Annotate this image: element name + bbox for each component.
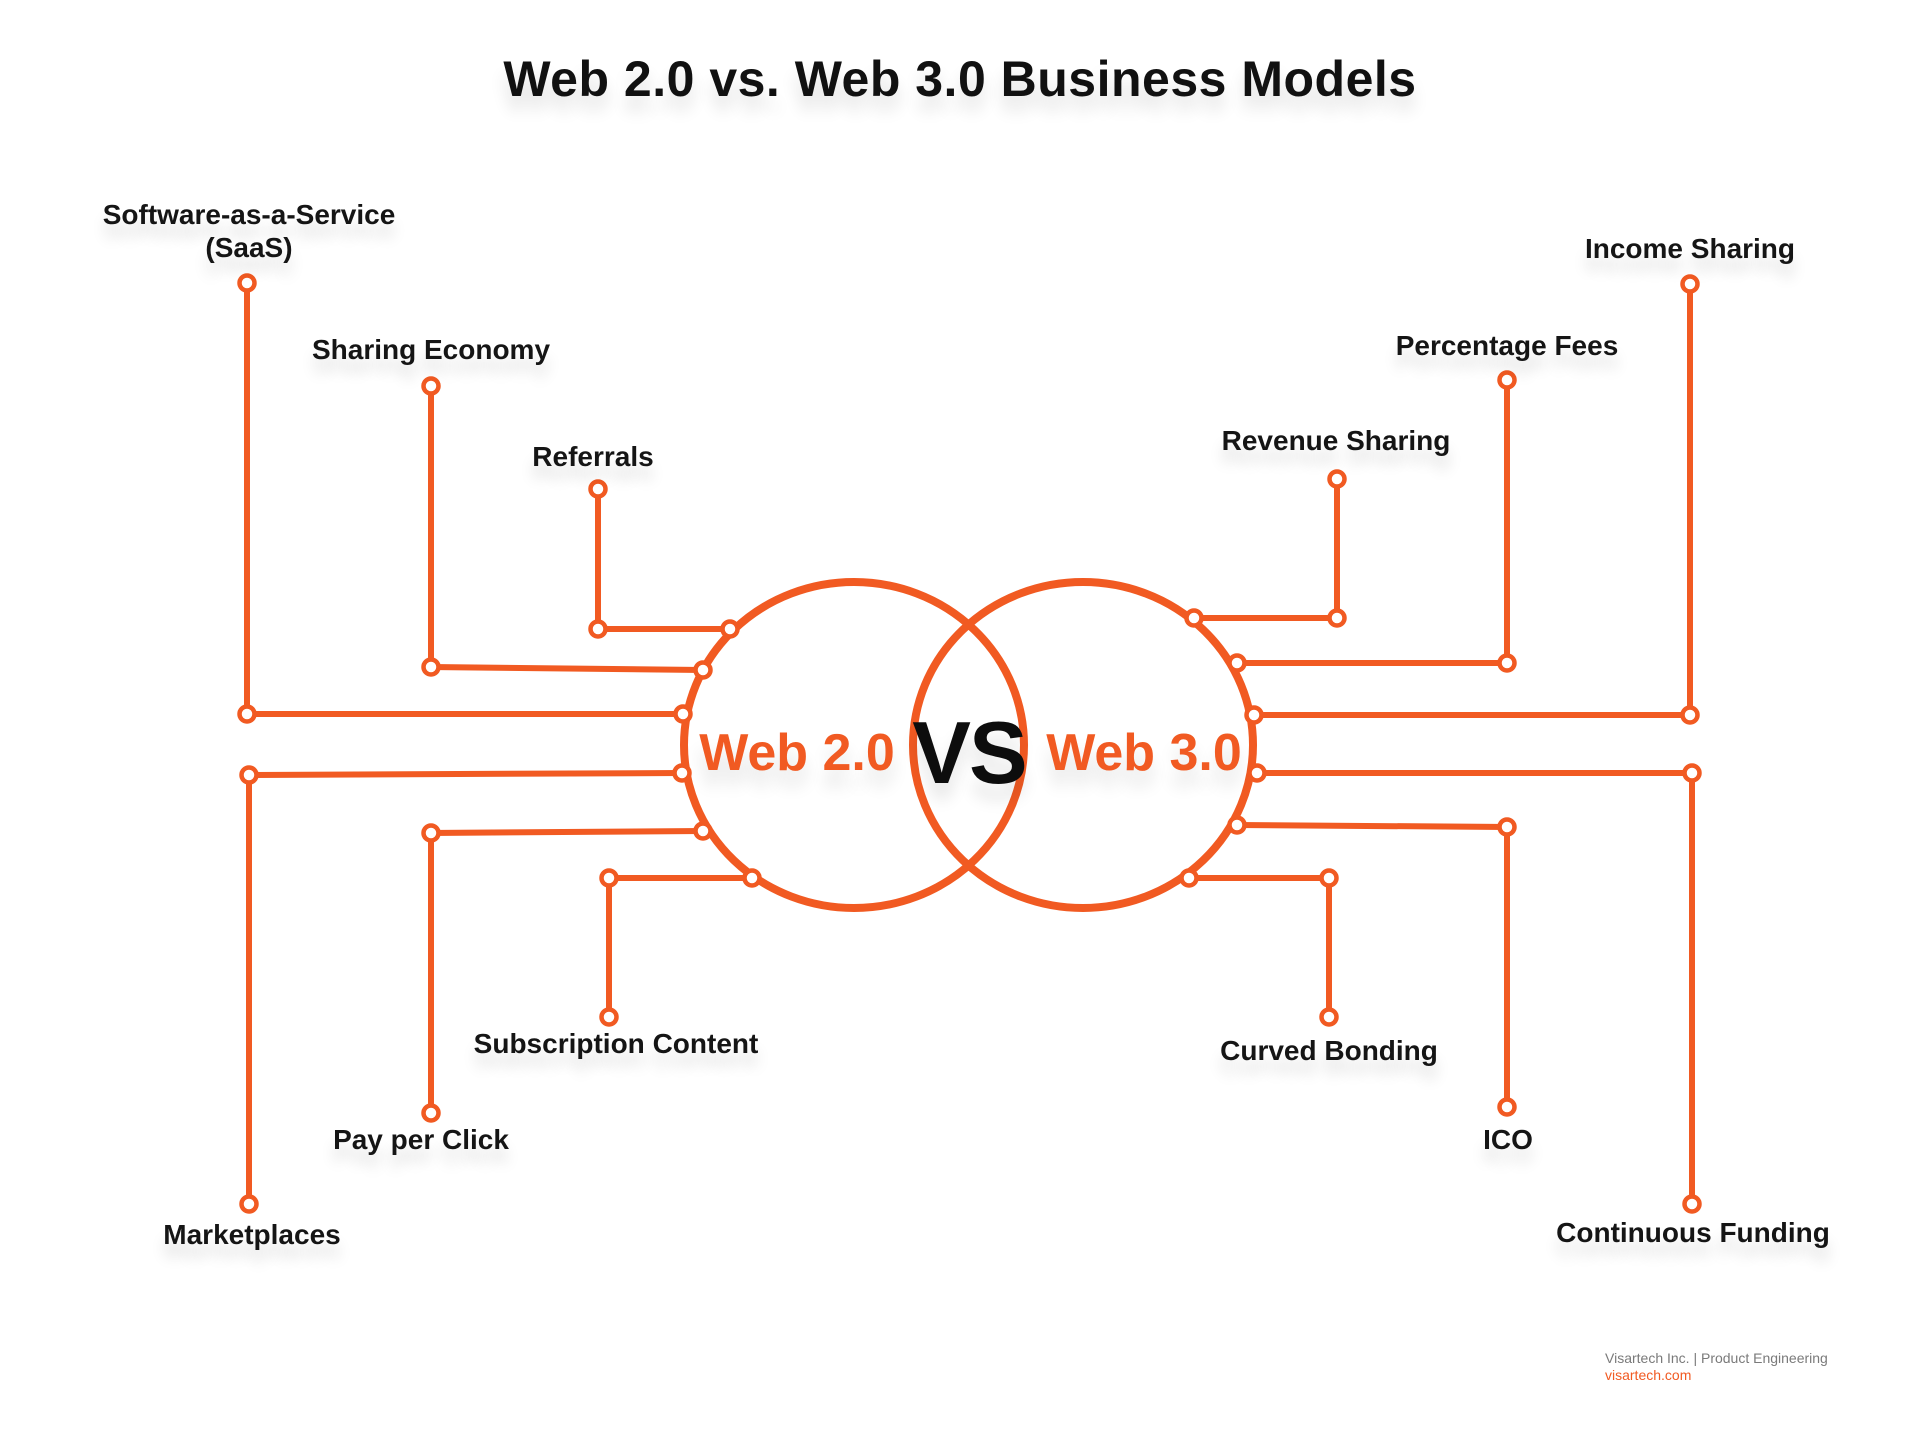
web2-label: Web 2.0 bbox=[699, 724, 895, 782]
saas-label-node bbox=[237, 273, 257, 293]
marketplaces-circle-node bbox=[672, 763, 692, 783]
web2-model-subscription-content: Subscription Content bbox=[473, 1028, 759, 1059]
web3-circle bbox=[909, 578, 1257, 912]
web3-model-continuous-funding: Continuous Funding bbox=[1556, 1217, 1830, 1248]
referrals-label-node bbox=[588, 479, 608, 499]
connector-curved-bonding bbox=[1189, 875, 1332, 1017]
revenue-sharing-circle-node bbox=[1184, 608, 1204, 628]
income-sharing-circle-node bbox=[1244, 705, 1264, 725]
income-sharing-corner-node bbox=[1680, 705, 1700, 725]
saas-corner-node bbox=[237, 704, 257, 724]
sharing-economy-label-node bbox=[421, 376, 441, 396]
web3-model-income-sharing: Income Sharing bbox=[1584, 233, 1796, 264]
percentage-fees-circle-node bbox=[1227, 653, 1247, 673]
subscription-content-label-node bbox=[599, 1007, 619, 1027]
saas-circle-node bbox=[673, 704, 693, 724]
marketplaces-label-node bbox=[239, 1194, 259, 1214]
web2-model-referrals: Referrals bbox=[532, 441, 654, 472]
marketplaces-corner-node bbox=[239, 765, 259, 785]
page-title: Web 2.0 vs. Web 3.0 Business Models bbox=[503, 51, 1417, 107]
pay-per-click-circle-node bbox=[693, 821, 713, 841]
continuous-funding-circle-node bbox=[1247, 763, 1267, 783]
curved-bonding-label-node bbox=[1319, 1007, 1339, 1027]
ico-label-node bbox=[1497, 1097, 1517, 1117]
web2-model-saas: Software-as-a-Service (SaaS) bbox=[103, 198, 396, 264]
web3-model-curved-bonding: Curved Bonding bbox=[1220, 1035, 1438, 1066]
connector-subscription-content bbox=[606, 875, 752, 1017]
subscription-content-circle-node bbox=[742, 868, 762, 888]
referrals-circle-node bbox=[720, 619, 740, 639]
web3-label: Web 3.0 bbox=[1046, 724, 1242, 782]
ico-corner-node bbox=[1497, 817, 1517, 837]
web3-model-percentage-fees: Percentage Fees bbox=[1395, 330, 1619, 361]
subscription-content-corner-node bbox=[599, 868, 619, 888]
vs-label: VS bbox=[912, 703, 1027, 802]
continuous-funding-label-node bbox=[1682, 1194, 1702, 1214]
web2-model-pay-per-click: Pay per Click bbox=[333, 1124, 509, 1155]
sharing-economy-circle-node bbox=[693, 660, 713, 680]
ico-circle-node bbox=[1227, 815, 1247, 835]
percentage-fees-label-node bbox=[1497, 370, 1517, 390]
web2-circle bbox=[680, 578, 1028, 912]
saas-line1: Software-as-a-Service bbox=[102, 199, 396, 230]
saas-line2: (SaaS) bbox=[205, 232, 293, 263]
percentage-fees-corner-node bbox=[1497, 653, 1517, 673]
revenue-sharing-label-node bbox=[1327, 469, 1347, 489]
connector-nodes bbox=[237, 273, 1702, 1214]
continuous-funding-corner-node bbox=[1682, 763, 1702, 783]
referrals-corner-node bbox=[588, 619, 608, 639]
pay-per-click-corner-node bbox=[421, 823, 441, 843]
footer-company: Visartech Inc. | Product Engineering bbox=[1605, 1350, 1828, 1366]
connector-pay-per-click bbox=[428, 828, 704, 1113]
web2-model-marketplaces: Marketplaces bbox=[163, 1219, 341, 1250]
connector-revenue-sharing bbox=[1194, 479, 1340, 621]
pay-per-click-label-node bbox=[421, 1103, 441, 1123]
sharing-economy-corner-node bbox=[421, 657, 441, 677]
footer-site-link[interactable]: visartech.com bbox=[1605, 1367, 1692, 1383]
connector-referrals bbox=[595, 489, 730, 632]
web3-model-ico: ICO bbox=[1483, 1124, 1533, 1155]
income-sharing-label-node bbox=[1680, 274, 1700, 294]
footer: Visartech Inc. | Product Engineering vis… bbox=[1605, 1350, 1828, 1384]
curved-bonding-corner-node bbox=[1319, 868, 1339, 888]
revenue-sharing-corner-node bbox=[1327, 608, 1347, 628]
curved-bonding-circle-node bbox=[1179, 868, 1199, 888]
web2-model-sharing-economy: Sharing Economy bbox=[311, 334, 551, 365]
connector-continuous-funding bbox=[1257, 770, 1695, 1204]
web3-model-revenue-sharing: Revenue Sharing bbox=[1221, 425, 1451, 456]
